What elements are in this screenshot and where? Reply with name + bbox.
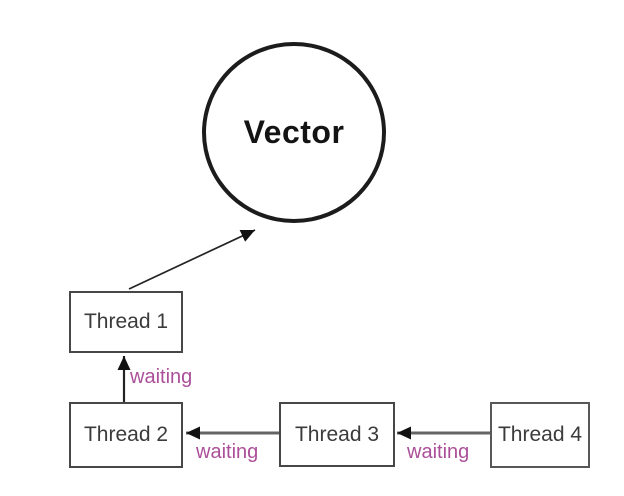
edge-label-thread3-waiting: waiting (196, 441, 259, 463)
node-vector-circle: Vector (202, 42, 386, 223)
thread-1-label: Thread 1 (83, 310, 169, 333)
node-thread-1: Thread 1 (69, 291, 183, 353)
node-thread-3: Thread 3 (279, 402, 395, 467)
arrow-thread1-to-vector-icon (128, 229, 256, 290)
vector-label: Vector (243, 114, 345, 150)
edge-label-thread4-waiting: waiting (407, 441, 470, 463)
thread-2-label: Thread 2 (83, 423, 169, 446)
edge-label-thread2-waiting: waiting (130, 366, 193, 388)
node-thread-2: Thread 2 (69, 402, 183, 468)
thread-3-label: Thread 3 (294, 422, 380, 446)
thread-4-label: Thread 4 (497, 423, 583, 446)
node-thread-4: Thread 4 (490, 402, 590, 468)
